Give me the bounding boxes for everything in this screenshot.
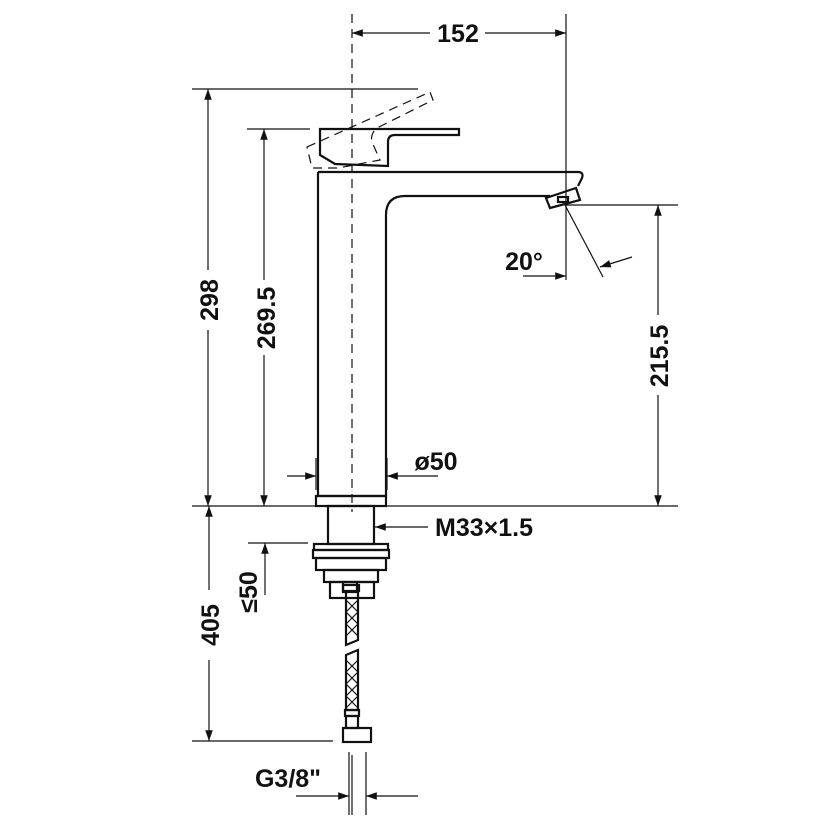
dimension-connection-thread: G3/8"	[255, 752, 418, 815]
svg-text:G3/8": G3/8"	[255, 765, 321, 793]
dimension-mounting-thread: M33×1.5	[375, 514, 533, 542]
dimension-body-diameter: ø50	[287, 448, 458, 490]
dimension-spout-height: 215.5	[386, 204, 678, 507]
lever-closed	[318, 127, 461, 168]
svg-text:152: 152	[437, 20, 479, 48]
svg-text:269.5: 269.5	[253, 287, 281, 350]
dimension-body-height: 269.5	[247, 128, 310, 506]
svg-text:ø50: ø50	[414, 448, 457, 476]
svg-text:215.5: 215.5	[646, 325, 674, 388]
svg-text:405: 405	[197, 604, 225, 646]
lever-open	[306, 91, 434, 169]
svg-text:298: 298	[196, 279, 224, 321]
dimension-countertop-thickness: ≤50	[235, 542, 308, 613]
svg-text:≤50: ≤50	[235, 571, 263, 613]
svg-text:M33×1.5: M33×1.5	[435, 514, 533, 542]
dimension-spray-angle: 20°	[505, 204, 633, 280]
dimension-hose-length: 405	[192, 505, 333, 742]
dimension-spout-projection: 152	[352, 14, 567, 280]
svg-text:20°: 20°	[505, 248, 543, 276]
faucet-body	[311, 170, 584, 744]
dimension-total-height: 298	[192, 88, 418, 507]
